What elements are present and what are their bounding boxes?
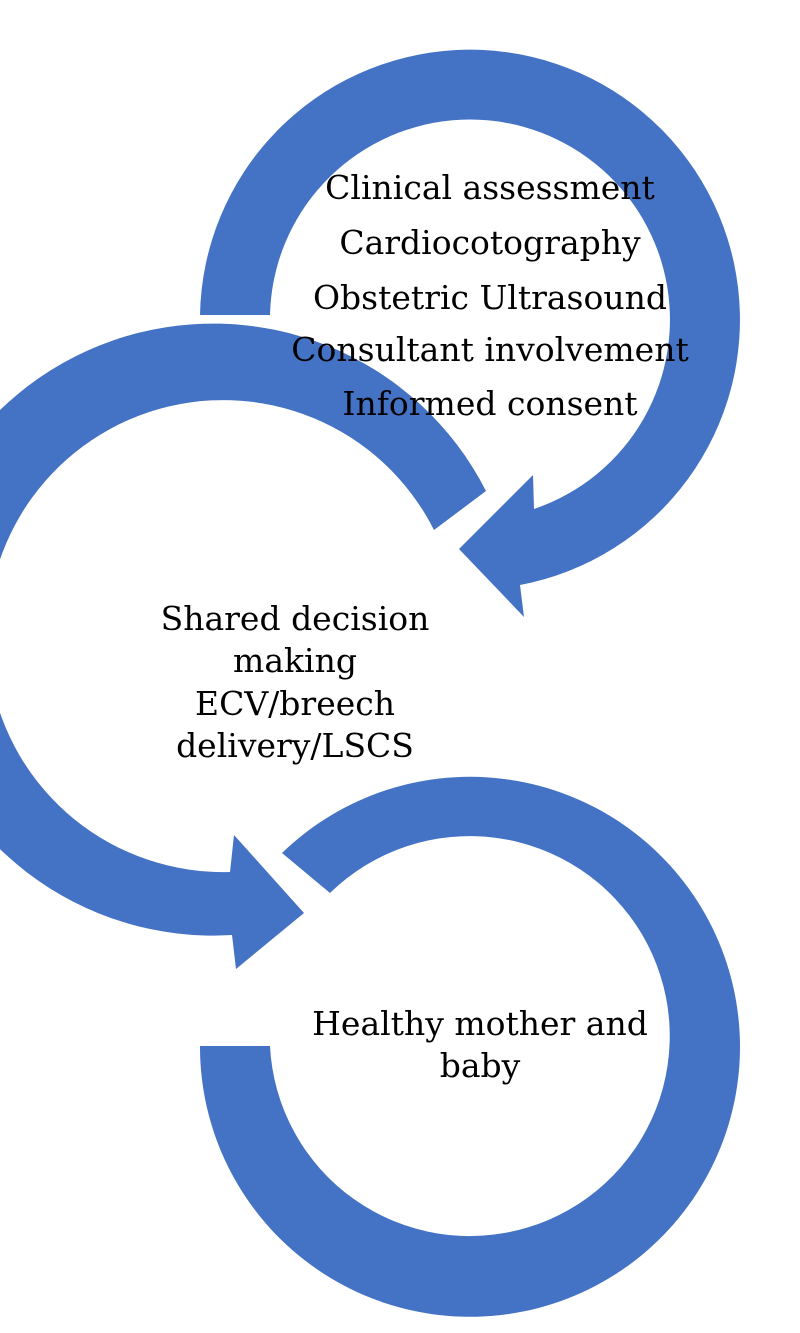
stage1-item-clinical-assessment: Clinical assessment (325, 168, 655, 207)
circular-arrow-1 (200, 49, 740, 618)
stage2-item-shared-decision-making: Shared decision making (160, 599, 430, 680)
stage1-item-informed-consent: Informed consent (342, 384, 638, 423)
circular-arrow-2 (0, 323, 486, 969)
stage1-item-cardiocotography: Cardiocotography (339, 223, 641, 262)
stage1-item-obstetric-ultrasound: Obstetric Ultrasound (313, 278, 667, 317)
stage3-item-healthy-mother-baby: Healthy mother and baby (312, 1004, 648, 1085)
stage2-item-delivery-options: ECV/breech delivery/LSCS (176, 684, 414, 765)
stage1-item-consultant-involvement: Consultant involvement (291, 330, 689, 369)
